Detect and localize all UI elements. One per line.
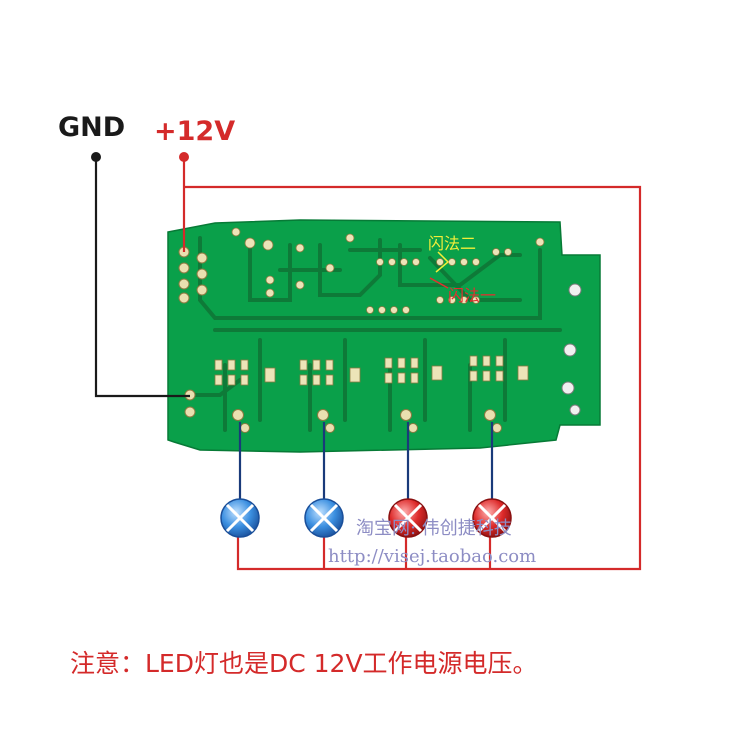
watermark-url: http://visej.taobao.com [328, 546, 537, 567]
led-drive-wires [238, 422, 494, 500]
ic-pads [231, 227, 545, 314]
output-pads [232, 409, 502, 433]
flash-mode-pointers [429, 251, 450, 289]
flash-mode-2-label: 闪法二 [428, 234, 477, 253]
led-red-2 [472, 498, 512, 538]
gnd-label: GND [58, 112, 126, 143]
led-blue-1 [220, 498, 260, 538]
header-pads [178, 246, 208, 418]
gnd-terminal-dot [91, 152, 101, 162]
watermark-shop: 淘宝网: 伟创捷科技 [356, 518, 512, 539]
pcb-board [167, 219, 601, 453]
pcb-substrate [167, 219, 601, 453]
led-red-1 [388, 498, 428, 538]
lamp-cross-icon [309, 503, 339, 533]
v12-terminal-dot [179, 152, 189, 162]
led-blue-2 [304, 498, 344, 538]
power-note: 注意：LED灯也是DC 12V工作电源电压。 [70, 649, 538, 678]
driver-pads [214, 355, 529, 386]
lamp-cross-icon [393, 503, 423, 533]
mounting-pads [561, 283, 582, 416]
gnd-wire [94, 157, 190, 398]
lamp-cross-icon [477, 503, 507, 533]
lamp-cross-icon [225, 503, 255, 533]
flash-mode-1-label: 闪法一 [448, 286, 497, 305]
plus12v-label: +12V [154, 116, 236, 147]
v12-wire [182, 157, 642, 571]
